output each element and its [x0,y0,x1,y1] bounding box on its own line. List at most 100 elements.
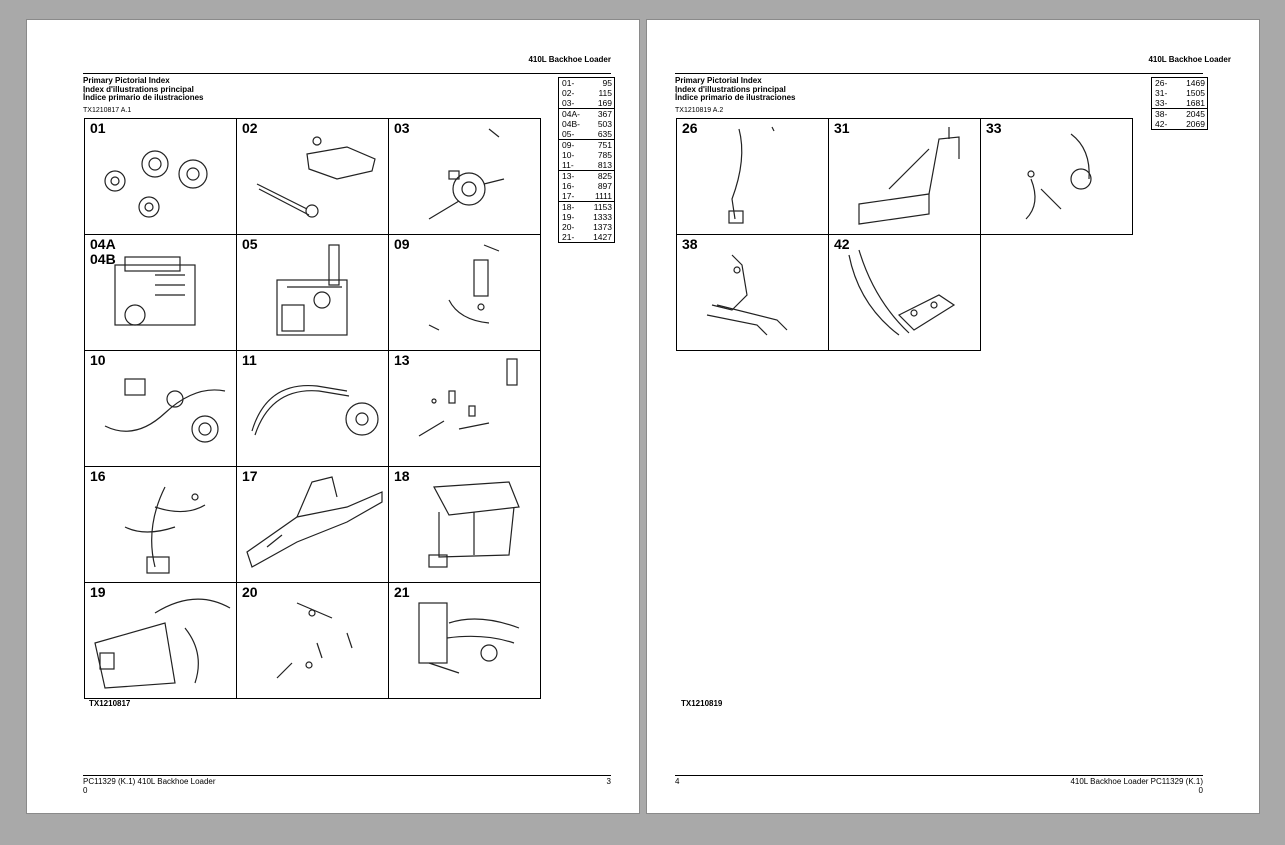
frame-icon [246,476,383,568]
index-section: 18- [562,202,575,212]
index-row[interactable]: 21-1427 [559,232,614,242]
pictorial-cell[interactable]: 05 [237,235,389,351]
index-section: 11- [562,160,574,170]
footer-doc: PC11329 (K.1) 410L Backhoe Loader [83,777,216,786]
pictorial-cell[interactable]: 16 [85,467,237,583]
index-row[interactable]: 13-825 [559,171,614,181]
pictorial-cell[interactable]: 02 [237,119,389,235]
index-page: 367 [597,109,612,119]
pictorial-cell[interactable]: 21 [389,583,541,699]
pictorial-cell[interactable]: 17 [237,467,389,583]
cell-label: 01 [90,120,106,136]
index-section: 31- [1155,88,1168,98]
pictorial-grid: 26 31 33 38 42 [676,118,1133,351]
pictorial-cell[interactable]: 26 [677,119,829,235]
footer-rule [675,775,1203,776]
cell-label: 05 [242,236,258,252]
index-section: 03- [562,98,575,108]
footer-sub: 0 [83,786,88,795]
index-row[interactable]: 31- 1505 [1152,88,1207,98]
index-row[interactable]: 05- 635 [559,129,614,139]
pictorial-cell[interactable]: 38 [677,235,829,351]
pictorial-cell[interactable]: 31 [829,119,981,235]
index-section: 19- [562,212,575,222]
index-row[interactable]: 26-1469 [1152,78,1207,88]
footer-rule [83,775,611,776]
index-page: 2069 [1186,119,1205,129]
cell-label: 04A 04B [90,236,116,267]
page-3: 410L Backhoe Loader Primary Pictorial In… [27,20,639,813]
pictorial-cell[interactable]: 09 [389,235,541,351]
cell-label: 38 [682,236,698,252]
index-section: 01- [562,78,575,88]
index-row[interactable]: 33-1681 [1152,98,1207,108]
axle-icon [256,136,376,218]
index-row[interactable]: 09-751 [559,140,614,150]
index-page: 1505 [1186,88,1205,98]
page-number: 4 [675,777,680,786]
tires-icon [104,150,208,218]
footer-doc: 410L Backhoe Loader PC11329 (K.1) [1070,777,1203,786]
index-page: 2045 [1186,109,1205,119]
index-row[interactable]: 18-1153 [559,202,614,212]
index-section: 05- [562,129,575,139]
pictorial-cell[interactable]: 01 [85,119,237,235]
index-row[interactable]: 01-95 [559,78,614,88]
title-es: Índice primario de ilustraciones [83,93,204,102]
title-es: Índice primario de ilustraciones [675,93,796,102]
index-page: 1469 [1186,78,1205,88]
header-rule [83,73,611,74]
title-fr: Index d'illustrations principal [675,84,786,94]
wiring-harness-icon [124,486,206,574]
cell-label: 31 [834,120,850,136]
figure-ref: TX1210817 A.1 [83,106,132,114]
cell-label: 10 [90,352,106,368]
pictorial-cell[interactable]: 18 [389,467,541,583]
pictorial-cell[interactable]: 03 [389,119,541,235]
pictorial-cell[interactable]: 19 [85,583,237,699]
index-row[interactable]: 17-1111 [559,191,614,201]
title-en: Primary Pictorial Index [83,76,170,85]
parts-kit-icon [418,358,518,437]
pictorial-cell[interactable]: 33 [981,119,1133,235]
hydraulics-icon [418,602,520,674]
index-page: 1427 [593,232,612,242]
cell-label: 13 [394,352,410,368]
index-section: 42- [1155,119,1168,129]
index-row[interactable]: 16-897 [559,181,614,191]
attachment-hose-icon [848,249,956,336]
index-row[interactable]: 20-1373 [559,222,614,232]
pictorial-cell[interactable]: 04A 04B [85,235,237,351]
index-row[interactable]: 02-115 [559,88,614,98]
index-row[interactable]: 04A-367 [559,109,614,119]
pictorial-cell[interactable]: 42 [829,235,981,351]
figure-id: TX1210817 [89,699,131,708]
cell-label: 19 [90,584,106,600]
index-row[interactable]: 11-813 [559,160,614,170]
pictorial-cell[interactable]: 10 [85,351,237,467]
index-row[interactable]: 03-169 [559,98,614,108]
index-row[interactable]: 10-785 [559,150,614,160]
index-row[interactable]: 42- 2069 [1152,119,1207,129]
index-section: 20- [562,222,575,232]
index-row[interactable]: 19-1333 [559,212,614,222]
cell-label: 11 [242,352,257,368]
index-page: 635 [597,129,612,139]
pictorial-cell[interactable]: 11 [237,351,389,467]
cell-label: 16 [90,468,106,484]
steering-icon [428,128,505,220]
pictorial-cell[interactable]: 20 [237,583,389,699]
header-rule [675,73,1203,74]
index-section: 02- [562,88,575,98]
index-row[interactable]: 04B-503 [559,119,614,129]
fuel-system-icon [428,244,500,331]
index-row[interactable]: 38-2045 [1152,109,1207,119]
controls-icon [276,602,353,679]
pictorial-cell[interactable]: 13 [389,351,541,467]
